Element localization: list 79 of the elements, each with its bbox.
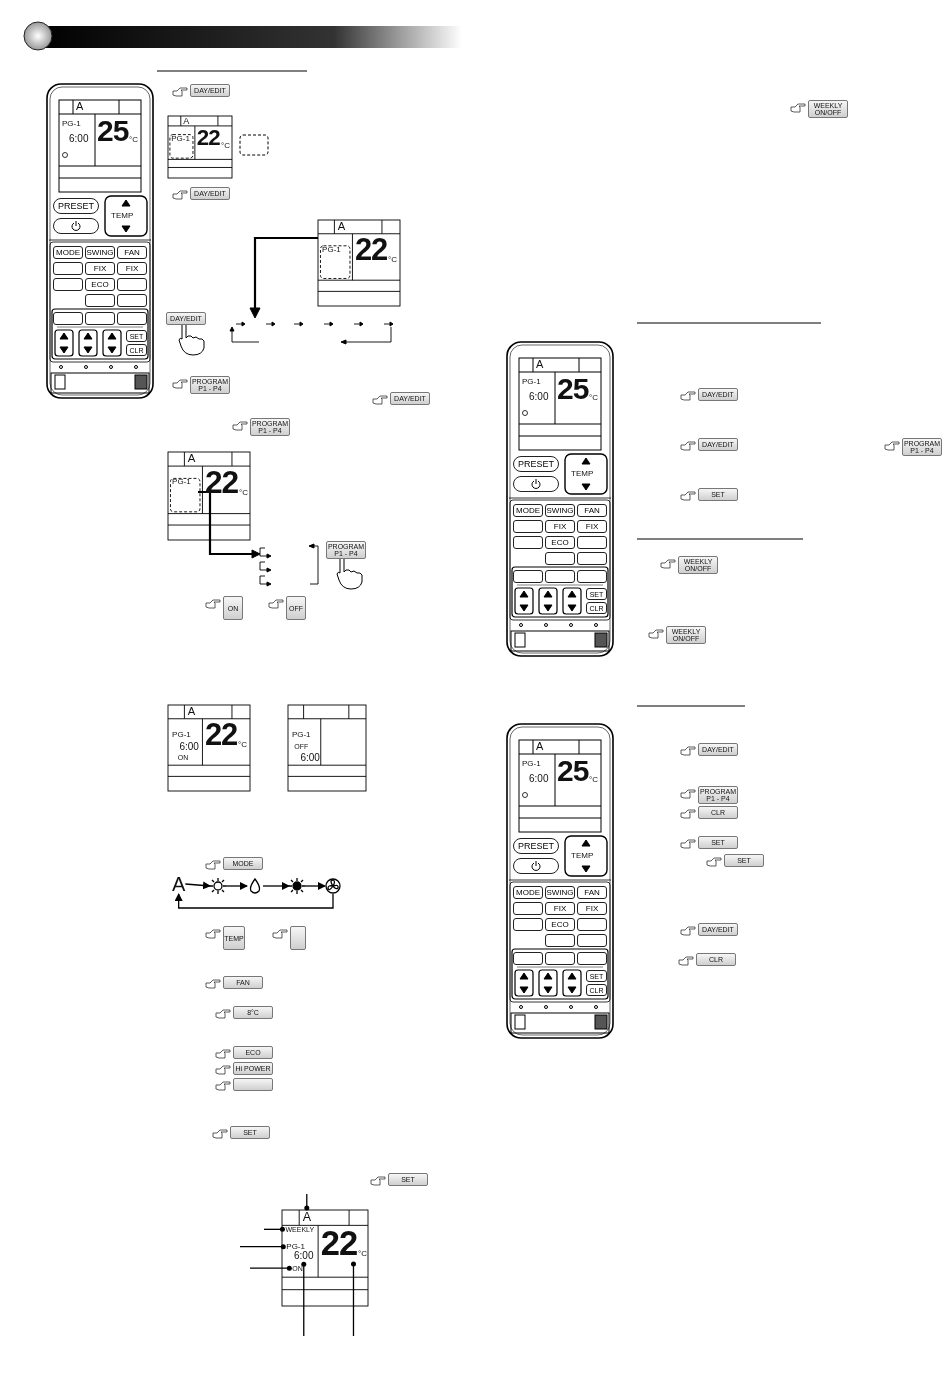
leader-line — [351, 1261, 356, 1337]
remote-button: PRESET — [53, 198, 99, 214]
lcd-text: PG-1 — [172, 730, 191, 739]
lcd-text: A — [76, 101, 84, 112]
lcd-text: 6:00 — [69, 134, 89, 144]
lcd-text: PG-1 — [522, 378, 541, 386]
lcd-text: °C — [589, 394, 598, 402]
remote-button: FAN — [117, 246, 147, 259]
arrow — [304, 882, 326, 890]
remote-button: PRESET — [513, 456, 559, 472]
lcd-text: 6:00 — [529, 774, 549, 784]
leader-line — [304, 1193, 310, 1211]
leader-line — [263, 1226, 285, 1232]
remote-button: ECO — [545, 536, 575, 549]
arrow — [184, 881, 211, 890]
lcd-text: PG-1 — [62, 120, 81, 128]
lcd-digits: 22 — [204, 719, 238, 751]
leader-line — [301, 1261, 307, 1337]
lcd-text: A — [302, 1210, 311, 1224]
remote-button: FIX — [545, 902, 575, 915]
lcd-text: °C — [238, 741, 247, 750]
lcd-text: °C — [589, 776, 598, 784]
leader-line — [239, 1244, 286, 1250]
lcd-text: PG-1 — [522, 760, 541, 768]
remote-button: FIX — [117, 262, 147, 275]
remote-button: FIX — [85, 262, 115, 275]
lcd-text: A — [536, 359, 544, 370]
fan-icon — [325, 878, 341, 894]
arrow — [174, 893, 334, 909]
remote-button: FAN — [577, 504, 607, 517]
button-label: TEMP — [111, 212, 134, 220]
lcd-text: A — [337, 220, 346, 233]
lcd-text: 6:00 — [179, 741, 199, 752]
remote-button: FIX — [577, 520, 607, 533]
button-label: TEMP — [571, 852, 594, 860]
water-drop-icon — [249, 878, 261, 894]
lcd-digits: 25 — [97, 116, 129, 146]
arrow — [225, 882, 248, 890]
lcd-text: °C — [129, 136, 138, 144]
remote-button: SWING — [545, 504, 575, 517]
remote-button: PRESET — [513, 838, 559, 854]
remote-button: FIX — [577, 902, 607, 915]
remote-button: SWING — [545, 886, 575, 899]
leader-line — [249, 1265, 292, 1271]
lcd-text: PG-1 — [171, 134, 190, 143]
lcd-text: 6:00 — [300, 753, 320, 764]
lcd-digits: 25 — [557, 374, 589, 404]
lcd-digits: 22 — [354, 234, 388, 266]
remote-button: ECO — [85, 278, 115, 291]
remote-button: MODE — [53, 246, 83, 259]
lcd-text: A — [187, 452, 196, 465]
lcd-text: °C — [388, 256, 397, 265]
lcd-text: PG-1 — [286, 1242, 305, 1251]
lcd-text: A — [183, 116, 190, 126]
lcd-digits: 22 — [320, 1226, 358, 1261]
lcd-digits: 22 — [204, 466, 239, 499]
lcd-text: °C — [221, 142, 230, 151]
lcd-text: 6:00 — [294, 1251, 314, 1262]
lcd-text: PG-1 — [322, 245, 341, 254]
arrow — [262, 882, 290, 890]
remote-button: SWING — [85, 246, 115, 259]
lcd-digits: 22 — [196, 126, 220, 149]
lcd-text: PG-1 — [172, 478, 191, 487]
remote-button: MODE — [513, 504, 543, 517]
lcd-text: A — [536, 741, 544, 752]
sun-outline-icon — [209, 877, 227, 895]
remote-button: ECO — [545, 918, 575, 931]
sun-icon — [288, 877, 306, 895]
lcd-text: A — [187, 705, 196, 718]
mode-letter: A — [172, 874, 186, 894]
lcd-text: 6:00 — [529, 392, 549, 402]
remote-button: FIX — [545, 520, 575, 533]
lcd-text: °C — [239, 488, 248, 497]
remote-button: FAN — [577, 886, 607, 899]
button-label: TEMP — [571, 470, 594, 478]
remote-button: MODE — [513, 886, 543, 899]
lcd-digits: 25 — [557, 756, 589, 786]
lcd-text: °C — [358, 1250, 367, 1259]
lcd-text: PG-1 — [291, 730, 311, 739]
